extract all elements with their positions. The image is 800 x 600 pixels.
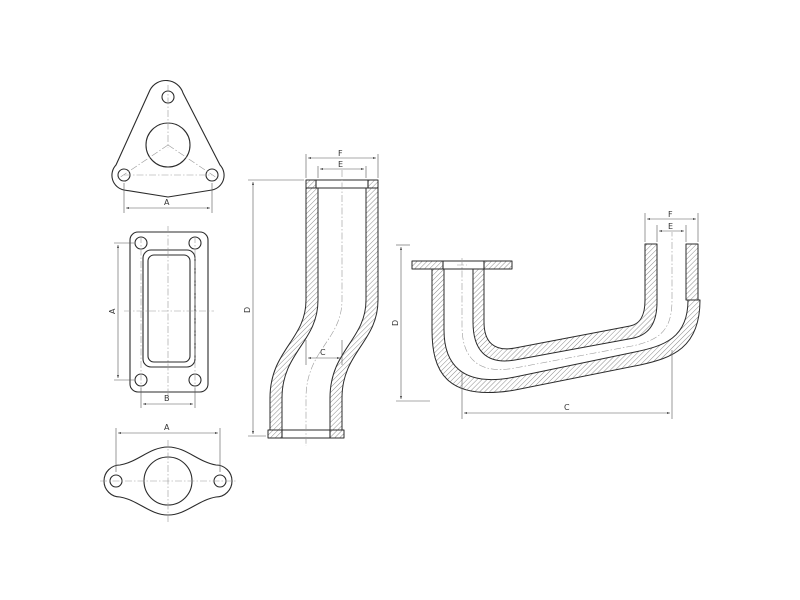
- dimension-d: D: [391, 244, 430, 402]
- offset-pipe-view: F E D C: [243, 149, 379, 446]
- rectangular-port-inner: [147, 254, 191, 363]
- rectangular-flange-view: A B: [108, 226, 214, 408]
- dim-label-b: B: [164, 394, 170, 403]
- center-lines: [100, 440, 236, 522]
- dimension-e: E: [656, 222, 687, 242]
- center-lines: [124, 226, 214, 398]
- pipe-center-line: [461, 232, 673, 370]
- pipe-wall-outer: [431, 268, 701, 394]
- dimension-d: D: [243, 179, 304, 437]
- dimension-a: A: [108, 242, 134, 381]
- dim-label-d: D: [391, 320, 400, 326]
- rectangular-flange-outline: [129, 231, 209, 393]
- dim-label-c: C: [564, 403, 570, 412]
- dimension-b: B: [140, 388, 196, 408]
- dimension-e: E: [317, 160, 367, 178]
- dimension-f: F: [644, 210, 699, 242]
- center-lines: [115, 85, 221, 181]
- oval-flange-view: A: [100, 423, 236, 522]
- dim-label-d: D: [243, 307, 252, 313]
- dim-label-f: F: [668, 210, 673, 219]
- triangular-flange-outline: [111, 80, 225, 198]
- dim-label-f: F: [338, 149, 343, 158]
- pipe-wall-left: [269, 187, 319, 431]
- dim-label-a: A: [108, 308, 117, 314]
- u-pipe-view: F E D C: [391, 210, 701, 419]
- dim-label-c: C: [320, 348, 326, 357]
- dimension-c: C: [305, 340, 343, 365]
- dim-label-a: A: [164, 423, 170, 432]
- triangular-flange-view: A: [111, 80, 225, 213]
- dim-label-a: A: [164, 198, 170, 207]
- pipe-center-line: [305, 170, 343, 446]
- pipe-wall-inner: [472, 243, 658, 362]
- dimension-a: A: [115, 423, 221, 472]
- dimension-f: F: [305, 149, 379, 178]
- pipe-wall-right: [685, 243, 699, 301]
- dimension-a: A: [123, 183, 213, 213]
- rectangular-port: [142, 249, 196, 368]
- dim-label-e: E: [338, 160, 343, 169]
- pipe-wall-right: [329, 187, 379, 431]
- dimension-c: C: [461, 350, 673, 419]
- dim-label-e: E: [668, 222, 673, 231]
